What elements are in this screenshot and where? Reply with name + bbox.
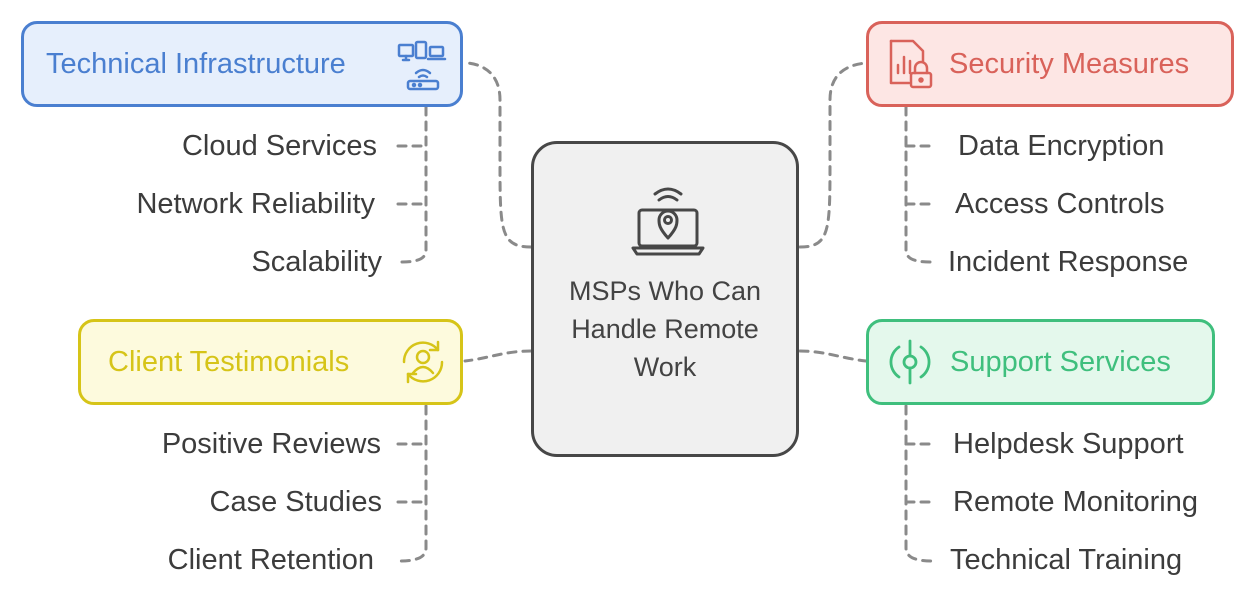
branch-technical — [398, 105, 428, 264]
item-remote-monitoring: Remote Monitoring — [953, 486, 1198, 518]
branch-support — [904, 404, 934, 563]
item-helpdesk-support: Helpdesk Support — [953, 428, 1184, 460]
item-scalability: Scalability — [251, 246, 382, 278]
category-title: Security Measures — [949, 47, 1190, 80]
center-title: MSPs Who Can Handle Remote Work — [568, 276, 762, 382]
connector-security — [798, 61, 868, 249]
item-client-retention: Client Retention — [167, 544, 374, 576]
category-support-services: Support Services — [866, 319, 1215, 405]
connector-technical — [466, 61, 533, 249]
secure-data-lock-icon — [889, 39, 933, 89]
item-technical-training: Technical Training — [950, 544, 1183, 576]
person-refresh-icon — [402, 340, 444, 384]
category-security-measures: Security Measures — [866, 21, 1234, 107]
item-cloud-services: Cloud Services — [181, 130, 377, 162]
category-title: Support Services — [950, 345, 1171, 378]
item-positive-reviews: Positive Reviews — [161, 428, 381, 460]
item-access-controls: Access Controls — [955, 188, 1165, 220]
connector-support — [798, 349, 868, 363]
item-case-studies: Case Studies — [209, 486, 383, 518]
category-technical-infrastructure: Technical Infrastructure — [21, 21, 463, 107]
laptop-location-signal-icon — [631, 187, 705, 256]
category-title: Technical Infrastructure — [46, 47, 346, 80]
category-client-testimonials: Client Testimonials — [78, 319, 463, 405]
category-title: Client Testimonials — [108, 345, 350, 378]
item-network-reliability: Network Reliability — [136, 188, 375, 220]
connector-testimonials — [463, 349, 533, 363]
network-devices-icon — [397, 40, 447, 91]
branch-testimonials — [398, 404, 428, 563]
center-node: MSPs Who Can Handle Remote Work — [531, 141, 799, 457]
item-data-encryption: Data Encryption — [958, 130, 1165, 162]
item-incident-response: Incident Response — [948, 246, 1189, 278]
branch-security — [904, 105, 934, 264]
power-support-icon — [889, 339, 931, 385]
